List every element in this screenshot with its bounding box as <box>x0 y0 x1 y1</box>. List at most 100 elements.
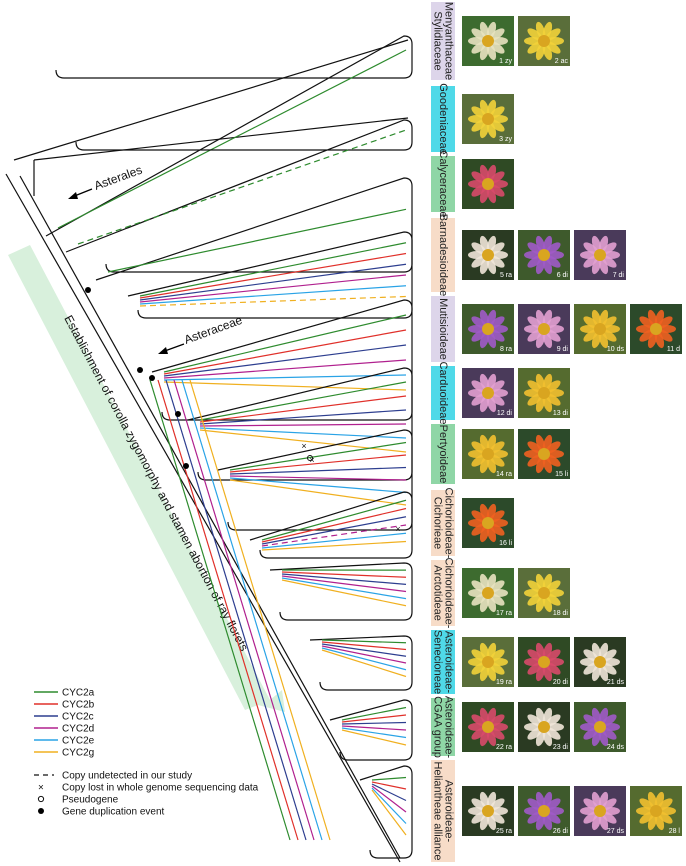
clade-corridor <box>65 119 413 253</box>
petal <box>657 798 673 811</box>
photo-caption: 15 li <box>555 471 568 478</box>
petal <box>527 593 543 606</box>
gene-duplication-dot <box>85 287 91 293</box>
petal <box>601 798 617 811</box>
flower-photo: 5 ra <box>462 230 514 280</box>
petal <box>489 255 505 268</box>
gene-tree: ××× <box>5 35 413 863</box>
petal <box>545 41 561 54</box>
flower-center <box>482 587 494 599</box>
clade-label: Menyanthaceae <box>443 2 455 80</box>
flower-photo: 10 ds <box>574 304 626 354</box>
gene-line-cyc2b <box>281 571 407 578</box>
petal <box>583 662 599 675</box>
flower-photo: 24 ds <box>574 702 626 752</box>
clade-band <box>431 560 455 626</box>
gene-line-cyc2b <box>371 781 407 790</box>
clade-band <box>431 156 455 212</box>
clade-label: Asteroideae- <box>443 631 455 694</box>
photo-caption: 23 di <box>553 744 569 751</box>
petal <box>471 510 487 523</box>
petal <box>639 798 655 811</box>
petal <box>489 714 505 727</box>
clade-label: Carduoideae <box>437 362 449 425</box>
petal <box>527 714 543 727</box>
petal <box>601 714 617 727</box>
gene-trunk-cyc2c <box>165 379 307 841</box>
flower-photo: 25 ra <box>462 786 514 836</box>
gene-line-cyc2d <box>281 575 407 593</box>
clade-corridor <box>359 765 413 859</box>
flower-photo: 22 ra <box>462 702 514 752</box>
legend-symbol-label: Pseudogene <box>62 795 119 806</box>
clade-corridor <box>329 699 413 761</box>
legend-gene-label: CYC2e <box>62 736 95 747</box>
petal <box>471 316 487 329</box>
clade-corridor <box>309 635 413 691</box>
flower-center <box>482 517 494 529</box>
clade-band <box>431 760 455 862</box>
petal <box>489 28 505 41</box>
gene-line-cyc2g <box>341 729 407 746</box>
gene-line-cyc2a <box>261 499 407 541</box>
petal <box>471 171 487 184</box>
flower-center <box>482 35 494 47</box>
petal <box>471 811 487 824</box>
photo-caption: 20 di <box>553 679 569 686</box>
flower-photo: 23 di <box>518 702 570 752</box>
clade-corridor <box>269 562 413 621</box>
petal <box>489 727 505 740</box>
photo-caption: 2 ac <box>555 58 569 65</box>
gene-line-cyc2a <box>321 639 407 644</box>
flower-center <box>538 35 550 47</box>
petal <box>489 662 505 675</box>
petal <box>471 255 487 268</box>
gene-line-cyc2a <box>57 49 407 229</box>
gene-line-cyc2a <box>199 381 407 421</box>
asteraceae-arrowhead <box>158 347 168 354</box>
gene-line-cyc2g <box>321 649 407 678</box>
petal <box>639 316 655 329</box>
gene-line-cyc2c <box>139 263 407 301</box>
gene-line-cyc2a <box>341 706 407 721</box>
petal <box>489 580 505 593</box>
flower-center <box>594 656 606 668</box>
flower-photo: 27 ds <box>574 786 626 836</box>
petal <box>601 255 617 268</box>
flower-center <box>594 805 606 817</box>
petal <box>527 255 543 268</box>
gene-line-cyc2a <box>139 242 407 297</box>
gene-line-cyc2e <box>321 647 407 671</box>
gene-duplication-dot <box>175 411 181 417</box>
petal <box>471 106 487 119</box>
petal <box>489 393 505 406</box>
petal <box>489 523 505 536</box>
petal <box>583 329 599 342</box>
petal <box>489 242 505 255</box>
petal <box>527 316 543 329</box>
petal <box>471 580 487 593</box>
flower-photo: 9 di <box>518 304 570 354</box>
petal <box>545 593 561 606</box>
clade-label: Cichorioideae- <box>443 558 455 629</box>
petal <box>471 454 487 467</box>
petal <box>527 380 543 393</box>
flower-center <box>538 323 550 335</box>
flower-center <box>482 721 494 733</box>
gene-line-cyc2b <box>321 641 407 651</box>
clade-band <box>431 630 455 694</box>
gene-line-cyc2d <box>163 359 407 379</box>
petal <box>657 316 673 329</box>
petal <box>527 649 543 662</box>
clade-label: Asteroideae- <box>443 780 455 843</box>
gene-line-cyc2a <box>371 776 407 781</box>
gene-line-cyc2d <box>261 524 407 547</box>
flower-photo: 2 ac <box>518 16 570 66</box>
flower-center <box>482 323 494 335</box>
photo-caption: 16 li <box>499 540 512 547</box>
gene-line-cyc2e <box>229 477 407 494</box>
clade-band <box>431 424 455 484</box>
flower-center <box>482 387 494 399</box>
